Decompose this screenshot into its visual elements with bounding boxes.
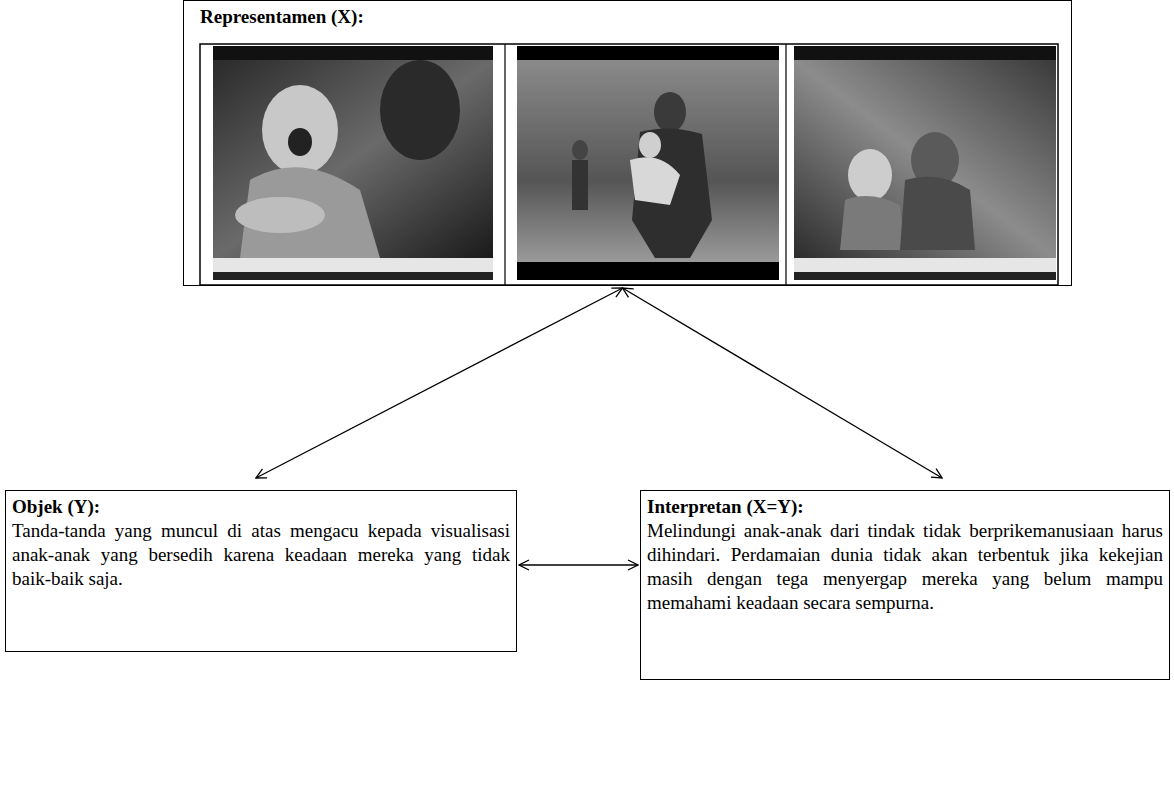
double-arrow	[519, 564, 638, 565]
box-heading: Representamen (X):	[200, 5, 1055, 29]
box-body: Tanda-tanda yang muncul di atas mengacu …	[12, 519, 510, 591]
double-arrow	[623, 288, 943, 478]
double-arrow	[256, 288, 623, 478]
representamen-box: Representamen (X):	[183, 0, 1072, 286]
box-heading: Objek (Y):	[12, 495, 510, 519]
object-box: Objek (Y):Tanda-tanda yang muncul di ata…	[5, 490, 517, 652]
box-body: Melindungi anak-anak dari tindak tidak b…	[647, 519, 1163, 615]
box-heading: Interpretan (X=Y):	[647, 495, 1163, 519]
interpretant-box: Interpretan (X=Y):Melindungi anak-anak d…	[640, 490, 1170, 680]
